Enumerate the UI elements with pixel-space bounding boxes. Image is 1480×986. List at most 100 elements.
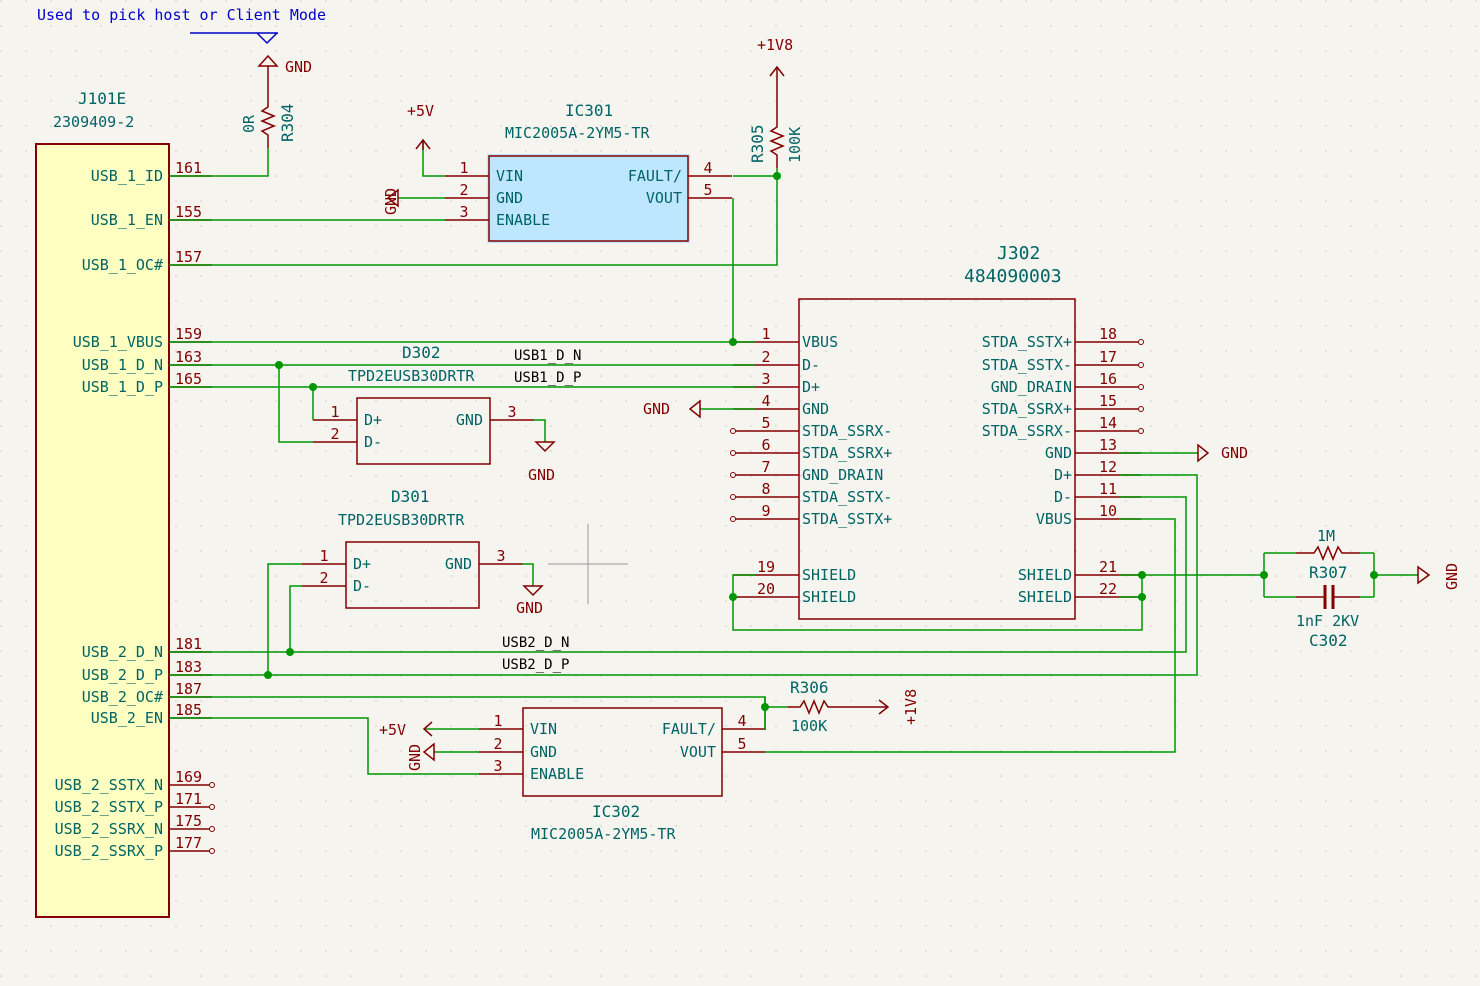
j302-ref: J302	[997, 243, 1040, 264]
r304-resistor[interactable]: R304 0R	[240, 94, 297, 148]
j101e-pin-number: 171	[175, 790, 202, 808]
j101e-pin-name: USB_1_D_N	[82, 356, 163, 374]
d301-pin-number: 2	[319, 569, 328, 587]
j302-pin-name: SHIELD	[1018, 588, 1072, 606]
j302-pin-number: 8	[761, 480, 770, 498]
d301-ref: D301	[391, 487, 430, 506]
p5v-symbol-ic301: +5V	[407, 102, 434, 150]
no-connect-marker	[209, 804, 215, 810]
ic301-pin-number: 3	[459, 203, 468, 221]
gnd-symbol-r304: GND	[257, 54, 312, 94]
ic301-pin-number: 4	[703, 159, 712, 177]
j302-pin-name: SHIELD	[802, 588, 856, 606]
j101e-pin-name: USB_1_OC#	[82, 256, 163, 274]
svg-text:GND: GND	[1221, 444, 1248, 462]
j101e-ref: J101E	[78, 89, 126, 108]
ic302-pin-number: 5	[737, 735, 746, 753]
ic301-pin-number: 1	[459, 159, 468, 177]
j101e-pin-name: USB_2_D_N	[82, 643, 163, 661]
ic301-pin-name: GND	[496, 189, 523, 207]
j302-pin-number: 13	[1099, 436, 1117, 454]
gnd-symbol-j302-left: GND	[643, 399, 701, 419]
d302-pin-number: 3	[507, 403, 516, 421]
j101e-pin-number: 187	[175, 680, 202, 698]
net-label-usb1-dp: USB1_D_P	[514, 370, 581, 386]
j101e-pin-name: USB_1_ID	[91, 167, 163, 185]
ic302-pin-name: GND	[530, 743, 557, 761]
c302-capacitor[interactable]: 1nF 2KV C302	[1296, 585, 1360, 650]
j302-pin-number: 18	[1099, 325, 1117, 343]
j302-pin-name: STDA_SSTX-	[802, 488, 892, 506]
svg-text:+1V8: +1V8	[757, 36, 793, 54]
ic301-pin-name: VOUT	[646, 189, 682, 207]
j302-pin-name: SHIELD	[1018, 566, 1072, 584]
j101e-pin-name: USB_2_EN	[91, 709, 163, 727]
j302-pin-name: STDA_SSRX+	[802, 444, 892, 462]
d302-pin-name: D-	[364, 433, 382, 451]
j302-pin-name: STDA_SSTX+	[802, 510, 892, 528]
j302-pin-number: 17	[1099, 348, 1117, 366]
j302-pin-name: STDA_SSRX-	[802, 422, 892, 440]
no-connect-marker	[730, 428, 736, 434]
r305-resistor[interactable]: R305 100K	[748, 115, 804, 168]
no-connect-marker	[730, 472, 736, 478]
gnd-symbol-r307: GND	[1417, 563, 1461, 590]
no-connect-marker	[1138, 428, 1144, 434]
j302-pin-name: VBUS	[1036, 510, 1072, 528]
net-label-usb2-dn: USB2_D_N	[502, 635, 569, 651]
j302-pin-name: STDA_SSTX+	[982, 333, 1072, 351]
c302-ref: C302	[1309, 631, 1348, 650]
j101e-pin-number: 169	[175, 768, 202, 786]
j302-pin-name: D-	[1054, 488, 1072, 506]
ic301-pin-name: FAULT/	[628, 167, 682, 185]
d302-pin-name: GND	[456, 411, 483, 429]
ic302-ref: IC302	[592, 802, 640, 821]
d301-pin-number: 1	[319, 547, 328, 565]
d301-pin-name: GND	[445, 555, 472, 573]
svg-text:+1V8: +1V8	[902, 689, 920, 725]
j302-pin-number: 4	[761, 392, 770, 410]
j302-pin-name: GND	[1045, 444, 1072, 462]
r304-value: 0R	[240, 114, 258, 133]
j302-pin-number: 22	[1099, 580, 1117, 598]
d302-value: TPD2EUSB30DRTR	[348, 367, 475, 385]
j101e-pin-number: 161	[175, 159, 202, 177]
r307-ref: R307	[1309, 563, 1348, 582]
r306-value: 100K	[791, 717, 827, 735]
j302-pin-name: GND_DRAIN	[991, 378, 1072, 396]
d302-body	[356, 397, 491, 465]
r307-resistor[interactable]: R307 1M	[1296, 527, 1360, 582]
j101e-body	[35, 143, 170, 918]
ic302-pin-number: 2	[493, 735, 502, 753]
svg-text:GND: GND	[406, 744, 424, 771]
j302-pin-name: D+	[1054, 466, 1072, 484]
p1v8-symbol-r305: +1V8	[757, 36, 793, 115]
svg-text:GND: GND	[382, 188, 400, 215]
j101e-pin-number: 181	[175, 635, 202, 653]
no-connect-marker	[730, 494, 736, 500]
cursor-crosshair	[548, 524, 628, 604]
j101e-value: 2309409-2	[53, 113, 134, 131]
j302-pin-name: GND	[802, 400, 829, 418]
j302-pin-number: 19	[757, 558, 775, 576]
r306-ref: R306	[790, 678, 829, 697]
ic302-value: MIC2005A-2YM5-TR	[531, 825, 676, 843]
ic301-ref: IC301	[565, 101, 613, 120]
ic301-value: MIC2005A-2YM5-TR	[505, 124, 650, 142]
r306-resistor[interactable]: R306 100K	[788, 678, 840, 735]
j302-pin-name: STDA_SSRX-	[982, 422, 1072, 440]
j302-pin-name: D-	[802, 356, 820, 374]
c302-value: 1nF 2KV	[1296, 612, 1359, 630]
j302-pin-name: GND_DRAIN	[802, 466, 883, 484]
j302-pin-number: 12	[1099, 458, 1117, 476]
ic302-pin-name: FAULT/	[662, 720, 716, 738]
ic301-pin-name: ENABLE	[496, 211, 550, 229]
ic301-pin-name: VIN	[496, 167, 523, 185]
j302-pin-number: 14	[1099, 414, 1117, 432]
